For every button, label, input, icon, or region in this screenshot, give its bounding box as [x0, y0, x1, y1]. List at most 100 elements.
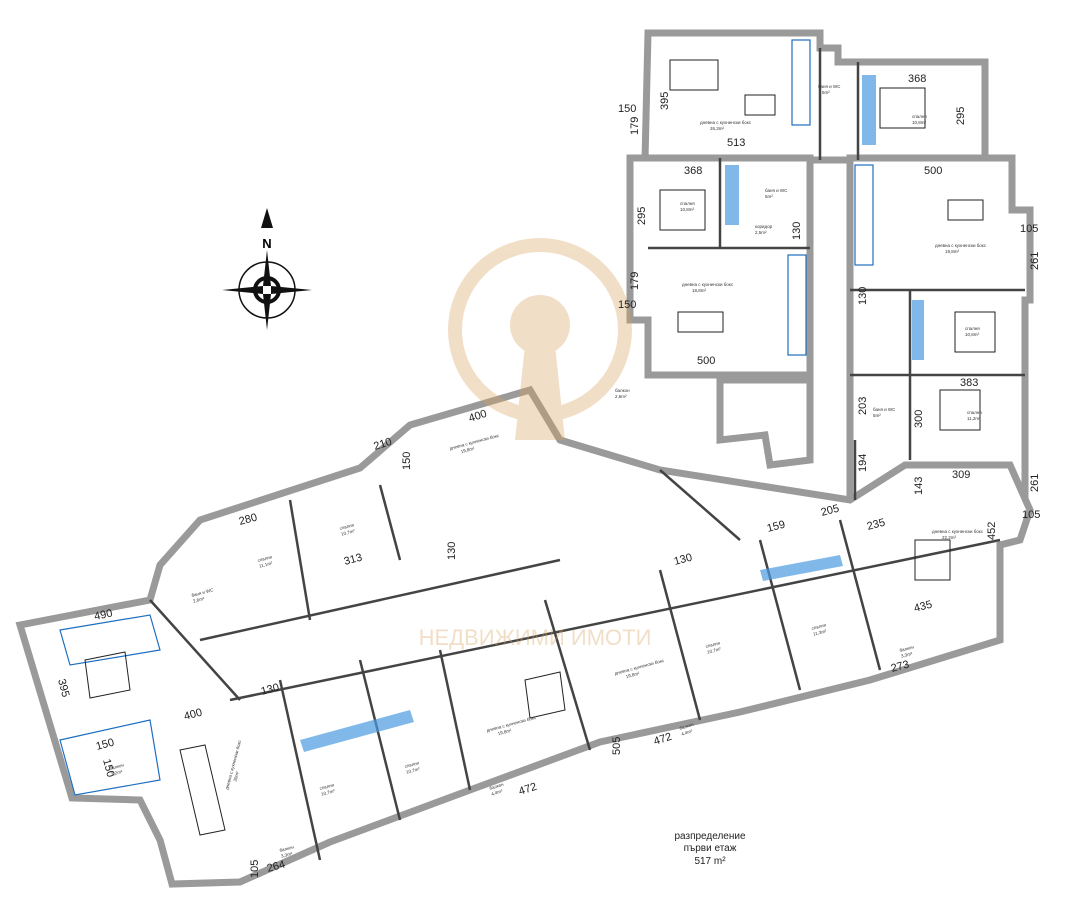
dimension-label: 472 [652, 731, 673, 748]
dimension-label: 452 [986, 522, 998, 540]
room-name: балкон [615, 388, 630, 393]
dimension-label: 300 [913, 410, 925, 428]
dimension-label: 210 [372, 436, 393, 453]
room-area: 10,8m² [912, 120, 927, 125]
caption-area: 517 m² [694, 856, 726, 867]
room-area: 10,8m² [680, 207, 695, 212]
north-arrow-compass: N [222, 208, 312, 330]
room-area: 10,8m² [965, 332, 980, 337]
room-area: 2,6m² [615, 394, 627, 399]
dimension-label: 150 [618, 103, 636, 115]
room-name: баня и WC [765, 188, 788, 193]
room-name: спалня [811, 622, 827, 631]
walls [15, 29, 1034, 888]
dimension-label: 500 [697, 355, 715, 367]
caption-floor: първи етаж [684, 843, 737, 854]
room-area: 2,6m² [193, 596, 206, 604]
dimension-label: 472 [517, 781, 538, 798]
room-name: спалня [965, 326, 980, 331]
dimension-label: 313 [343, 552, 364, 568]
dimension-label: 179 [629, 272, 641, 290]
room-area: 2,2m² [111, 769, 124, 777]
dimension-label: 105 [1020, 223, 1038, 235]
room-name: спалня [319, 782, 335, 791]
partitions [149, 48, 1025, 861]
dimension-label: 395 [659, 92, 671, 110]
dimension-label: 130 [446, 542, 458, 560]
room-area: 19,8m² [460, 446, 475, 455]
dimension-labels: 513 395 179 150 368 295 368 295 130 179 … [55, 73, 1041, 878]
stair-core [716, 376, 814, 469]
room-area: 18,8m² [692, 288, 707, 293]
dimension-label: 295 [955, 107, 967, 125]
dimension-label: 309 [952, 469, 970, 481]
room-area: 3,3m² [281, 851, 294, 859]
room-area: 30m² [233, 770, 241, 782]
room-area: 5m² [765, 194, 773, 199]
dimension-label: 395 [55, 678, 71, 699]
floor-caption: разпределение първи етаж 517 m² [674, 831, 745, 867]
caption-title: разпределение [674, 831, 745, 842]
room-area: 19,8m² [945, 249, 960, 254]
dimension-label: 500 [924, 165, 942, 177]
room-area: 5m² [873, 413, 881, 418]
room-name: дневна с кухненски бокс [935, 243, 987, 248]
room-name: коридор [755, 224, 773, 229]
room-name: балкон [489, 782, 505, 791]
main-wing [15, 385, 1034, 888]
room-name: дневна с кухненски бокс [932, 529, 984, 534]
dimension-label: 150 [100, 758, 116, 779]
room-area: 5m² [822, 90, 830, 95]
dimension-label: 368 [908, 73, 926, 85]
room-name: дневна с кухненски бокс [700, 120, 752, 125]
dimension-label: 400 [467, 408, 488, 425]
compass-north-label: N [262, 236, 271, 251]
room-name: баня и WC [818, 84, 841, 89]
room-area: 10,7m² [321, 788, 336, 797]
watermark-text: НЕДВИЖИМИ ИМОТИ [419, 625, 652, 650]
dimension-label: 150 [95, 737, 116, 753]
dimension-label: 105 [249, 860, 261, 878]
dimension-label: 261 [1029, 252, 1041, 270]
dimension-label: 368 [684, 165, 702, 177]
room-area: 11,2m² [967, 416, 981, 421]
room-area: 10,7m² [341, 528, 356, 537]
dimension-label: 280 [238, 512, 259, 528]
room-area: 10,7m² [406, 766, 421, 775]
room-name: спалня [339, 522, 355, 531]
dimension-label: 143 [913, 477, 925, 495]
room-name: балкон [679, 722, 695, 731]
dimension-label: 130 [673, 552, 694, 568]
dimension-label: 194 [857, 454, 869, 472]
dimension-label: 179 [629, 117, 641, 135]
room-area: 19,8m² [497, 728, 512, 737]
room-area: 26,3m² [710, 126, 725, 131]
room-name: дневна с кухненски бокс [682, 282, 734, 287]
dimension-label: 261 [1029, 474, 1041, 492]
dimension-label: 264 [266, 859, 287, 875]
kitchen-counters [59, 39, 924, 796]
dimension-label: 130 [857, 287, 869, 305]
dimension-label: 435 [913, 599, 934, 615]
dimension-label: 235 [866, 517, 887, 533]
room-area: 4,4m² [681, 728, 694, 736]
top-left-apartment [641, 29, 989, 164]
room-name: спалня [404, 760, 420, 769]
room-area: 19,8m² [625, 671, 640, 680]
dimension-label: 295 [636, 207, 648, 225]
